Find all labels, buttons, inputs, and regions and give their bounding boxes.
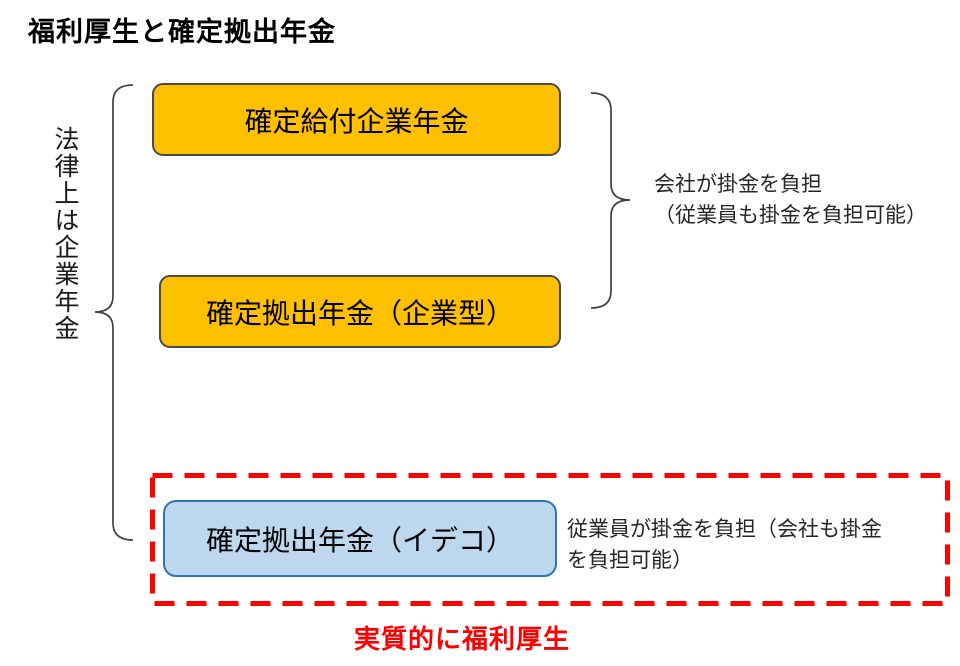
welfare-highlight-caption: 実質的に福利厚生 [354,624,571,654]
ideco-contribution-note-line2: を負担可能） [567,548,693,572]
company-contribution-note-line2: （従業員も掛金を負担可能） [654,203,927,227]
ideco-contribution-note-line1: 従業員が掛金を負担（会社も掛金 [567,517,882,541]
company-contribution-brace [590,92,631,309]
legal-group-brace [94,84,134,541]
legal-group-label: 法律上は企業年金 [51,126,78,342]
company-contribution-note-line1: 会社が掛金を負担 [654,172,822,196]
company-contribution-note: 会社が掛金を負担 （従業員も掛金を負担可能） [654,169,927,231]
box-defined-benefit-pension: 確定給付企業年金 [152,83,561,156]
box-dc-pension-corporate: 確定拠出年金（企業型） [159,275,561,348]
box-dc-pension-ideco: 確定拠出年金（イデコ） [163,500,557,577]
box-dc-pension-ideco-label: 確定拠出年金（イデコ） [205,525,514,557]
box-dc-pension-corporate-label: 確定拠出年金（企業型） [205,298,514,330]
ideco-contribution-note: 従業員が掛金を負担（会社も掛金 を負担可能） [567,514,882,576]
box-defined-benefit-pension-label: 確定給付企業年金 [244,106,469,138]
page-title: 福利厚生と確定拠出年金 [28,17,336,47]
